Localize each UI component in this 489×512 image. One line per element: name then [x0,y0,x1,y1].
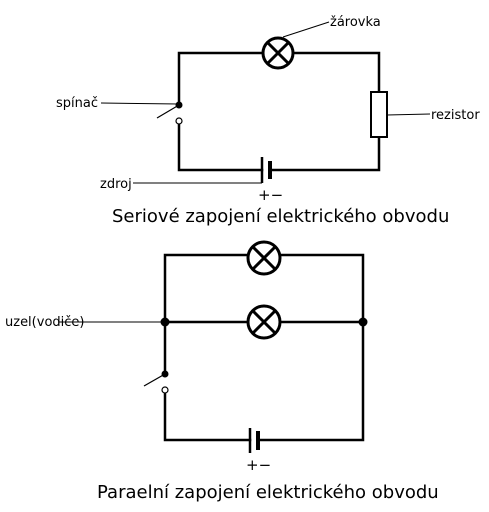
parallel-switch-icon [143,370,169,394]
parallel-bulb-middle-icon [246,304,282,340]
series-wire-bottom-left [177,119,264,172]
parallel-circuit: +− uzel(vodiče) Paraelní zapojení elektr… [5,240,439,503]
series-polarity-label: +− [258,186,283,204]
series-caption: Seriové zapojení elektrického obvodu [112,206,449,227]
series-wire-right-bottom [268,135,381,172]
node-label: uzel(vodiče) [5,315,84,330]
parallel-polarity-label: +− [246,456,271,474]
bulb-label: žárovka [330,15,381,30]
parallel-caption: Paraelní zapojení elektrického obvodu [97,482,439,503]
series-wire-top-right [292,51,381,94]
parallel-wire-top-left [163,253,250,324]
series-switch-icon [156,101,183,125]
series-circuit: +− žárovka spínač rezistor zdroj Seriové… [56,15,480,227]
parallel-wire-bottom-left [163,388,252,442]
switch-label: spínač [56,96,98,111]
parallel-bulb-top-icon [246,240,282,276]
parallel-node-right [358,317,368,327]
series-wire-top-left [177,51,264,105]
parallel-wire-right-bottom [256,320,365,442]
resistor-leader-line [386,113,431,116]
source-label: zdroj [100,177,132,192]
series-bulb-icon [261,36,295,70]
switch-leader-line [100,102,180,105]
series-resistor-icon [370,91,388,138]
bulb-leader-line [282,21,330,38]
parallel-wire-top-right [278,253,365,324]
resistor-label: rezistor [431,108,480,123]
series-battery-icon [260,157,272,183]
parallel-battery-icon [248,428,260,453]
